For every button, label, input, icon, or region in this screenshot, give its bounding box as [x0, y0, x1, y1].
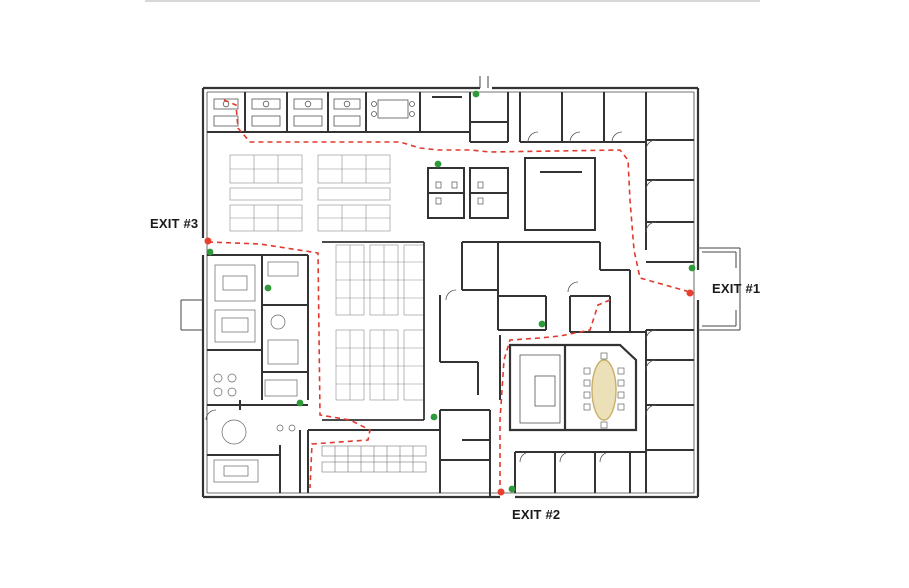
safety-marker: [206, 248, 214, 256]
top-offices: [207, 92, 421, 133]
exit3-label: EXIT #3: [150, 216, 199, 231]
boardroom: [508, 343, 638, 432]
exit3-marker: [204, 237, 212, 245]
route-to-exit2: [499, 299, 611, 490]
training-room: [519, 354, 561, 424]
safety-marker: [688, 264, 696, 272]
route-from-top-left: [207, 241, 371, 489]
workstations-center: [335, 244, 425, 401]
top-center-rooms: [420, 92, 509, 143]
safety-marker: [434, 160, 442, 168]
exit2-label: EXIT #2: [512, 507, 561, 522]
workstations-upper: [229, 154, 391, 232]
safety-marker: [430, 413, 438, 421]
safety-marker: [472, 90, 480, 98]
corridor-walls: [322, 241, 425, 421]
safety-marker: [538, 320, 546, 328]
central-core: [439, 241, 646, 363]
bottom-training-tables: [321, 445, 427, 473]
entry-stub-top: [479, 76, 489, 88]
safety-marker: [264, 284, 272, 292]
bottom-right-offices: [514, 450, 647, 493]
building-outline-inner: [206, 91, 695, 494]
exit1-canopy: [698, 247, 741, 331]
page-top-rule: [145, 0, 760, 2]
restroom-fixtures: [435, 181, 484, 205]
left-wing-furniture: [213, 261, 299, 483]
right-offices: [645, 139, 694, 451]
exit2-marker: [497, 488, 505, 496]
safety-markers: [206, 90, 696, 493]
evacuation-routes: [207, 99, 691, 490]
top-right-offices: [519, 92, 647, 250]
restrooms: [427, 157, 596, 231]
conference-table: [583, 352, 625, 429]
safety-marker: [296, 399, 304, 407]
building-outline: [201, 86, 700, 499]
route-to-exit3: [223, 99, 691, 293]
lower-center-rooms: [439, 335, 501, 497]
exit1-marker: [686, 289, 694, 297]
bottom-training-room: [307, 429, 441, 493]
exit1-label: EXIT #1: [712, 281, 761, 296]
safety-marker: [508, 485, 516, 493]
left-wing: [207, 254, 309, 493]
exit-markers: [204, 237, 694, 496]
top-office-furniture: [213, 98, 415, 127]
exit3-canopy: [180, 299, 203, 331]
